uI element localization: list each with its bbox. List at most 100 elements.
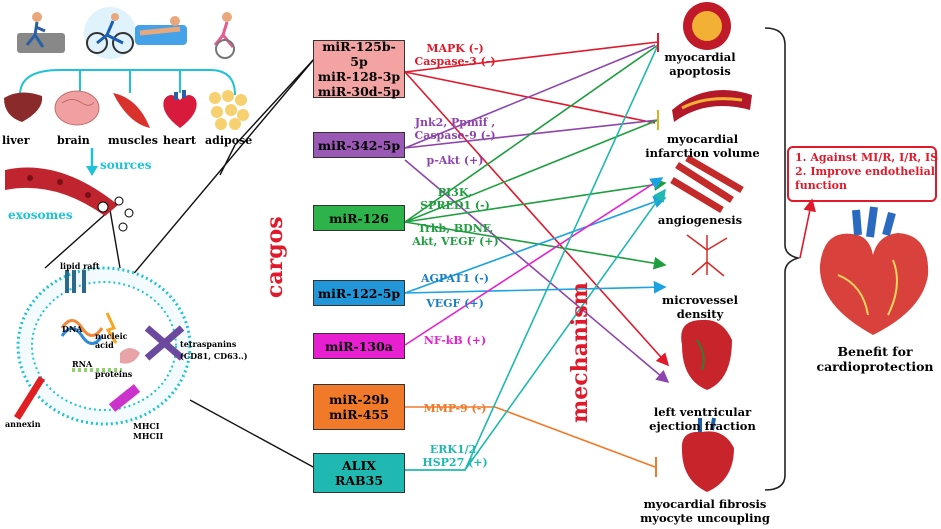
target-label-line: Jnk2, Ppmif , (414, 116, 496, 129)
mechanism-label-line: angiogenesis (657, 213, 743, 227)
benefit-caption-line-1: Benefit for (837, 344, 913, 359)
target-label-8: NF-kB (+) (410, 334, 500, 347)
target-label-line: p-Akt (+) (426, 154, 484, 167)
target-label-line: AGPAT1 (-) (421, 272, 489, 285)
tetraspanins-examples-label: (CD81, CD63..) (180, 351, 248, 361)
cargo-box-line: miR-342-5p (317, 137, 401, 153)
nucleic-acid-label: nucleic acid (95, 331, 128, 350)
target-label-line: Caspase-3 (-) (414, 55, 496, 68)
mechanism-label-line: left ventricular (653, 405, 752, 419)
target-label-9: MMP-9 (-) (410, 402, 500, 415)
mechanism-label-line: myocardial (666, 132, 739, 146)
cargo-box-line: miR-126 (329, 210, 389, 226)
mechanism-label-3: angiogenesis (640, 213, 760, 227)
cargo-box-2: miR-342-5p (313, 132, 405, 158)
mechanism-label-line: myocardial (664, 50, 736, 64)
target-label-line: Trkb, BDNF, (417, 222, 494, 235)
organ-label-brain: brain (57, 134, 90, 147)
mechanism-icons (670, 2, 752, 492)
cargos-label: cargos (262, 216, 288, 298)
target-label-line: Akt, VEGF (+) (412, 235, 499, 248)
exercise-icons (15, 5, 255, 60)
cargo-box-5: miR-130a (313, 333, 405, 359)
target-label-3: p-Akt (+) (410, 154, 500, 167)
exosomes-label: exosomes (8, 208, 73, 222)
organ-connector (19, 69, 236, 96)
cargo-box-line: ALIX (341, 458, 377, 473)
blood-vessel (5, 167, 118, 216)
organ-heart (158, 88, 203, 133)
mechanism-label-line: infarction volume (645, 146, 760, 160)
target-label-6: AGPAT1 (-) (410, 272, 500, 285)
cargo-box-line: miR-128-3p (317, 69, 401, 84)
target-label-line: NF-kB (+) (423, 334, 487, 347)
cargo-box-line: miR-29b (329, 392, 389, 407)
lipid-raft-label: lipid raft (60, 261, 100, 271)
rna-label: RNA (72, 359, 93, 369)
mechanism-label: mechanism (567, 282, 593, 423)
organ-label-muscles: muscles (108, 134, 158, 147)
organ-label-adipose: adipose (205, 134, 253, 147)
sources-label: sources (100, 158, 152, 172)
target-label-line: MAPK (-) (426, 42, 484, 55)
cargo-box-4: miR-122-5p (313, 280, 405, 306)
tetraspanins-label: tetraspanins (180, 339, 237, 349)
dna-label: DNA (62, 324, 83, 334)
cargo-box-line: miR-30d-5p (317, 84, 401, 99)
target-label-2: Jnk2, Ppmif ,Caspase-9 (-) (405, 116, 505, 142)
liver-icon (4, 92, 43, 122)
cargo-box-line: miR-122-5p (317, 285, 401, 301)
mechanism-label-line: microvessel (662, 293, 738, 307)
target-label-line: ERK1/2, (429, 443, 481, 456)
mechanism-label-line: density (676, 307, 724, 321)
benefit-item-2: 2. Improve endothelial (795, 165, 935, 178)
organ-label-liver: liver (2, 134, 30, 147)
muscle-icon (113, 93, 150, 128)
cargo-box-3: miR-126 (313, 205, 405, 231)
heart-illustration (819, 206, 929, 335)
target-label-line: SPRED1 (-) (420, 199, 490, 212)
benefit-box: 1. Against MI/R, I/R, IS 2. Improve endo… (787, 146, 939, 202)
mechanism-label-line: apoptosis (669, 64, 731, 78)
mhcii-label: MHCII (133, 431, 164, 441)
mechanism-label-line: ejection fraction (649, 419, 756, 433)
cargo-box-line: miR-455 (329, 407, 389, 422)
benefit-item-3: function (795, 179, 848, 192)
brain-icon (54, 90, 100, 126)
proteins-label: proteins (95, 369, 133, 379)
organ-liver (0, 88, 45, 133)
target-label-5: Trkb, BDNF,Akt, VEGF (+) (398, 222, 513, 248)
benefit-item-1: 1. Against MI/R, I/R, IS (795, 151, 939, 164)
target-label-1: MAPK (-)Caspase-3 (-) (410, 42, 500, 68)
heart-icon (163, 90, 197, 128)
annexin-label: annexin (5, 419, 41, 429)
organ-adipose (205, 88, 250, 133)
benefit-caption-line-2: cardioprotection (816, 359, 934, 374)
target-label-line: MMP-9 (-) (423, 402, 487, 415)
organ-brain (52, 88, 102, 133)
cargo-box-line: miR-130a (325, 338, 393, 354)
mechanism-label-line: myocyte uncoupling (640, 511, 770, 525)
adipose-icon (209, 90, 249, 130)
exosome-structure (14, 266, 192, 426)
organ-muscles (108, 88, 156, 133)
cargo-box-line: miR-125b-5p (322, 39, 396, 69)
target-label-line: VEGF (+) (426, 297, 484, 310)
target-label-4: PI3K,SPRED1 (-) (410, 186, 500, 212)
sources-arrow (86, 148, 98, 176)
target-label-line: HSP27 (+) (422, 456, 488, 469)
running-icon (17, 7, 235, 59)
target-label-7: VEGF (+) (410, 297, 500, 310)
cargo-box-line: RAB35 (334, 473, 384, 488)
organ-label-heart: heart (163, 134, 196, 147)
mechanism-label-line: myocardial fibrosis (643, 497, 767, 511)
